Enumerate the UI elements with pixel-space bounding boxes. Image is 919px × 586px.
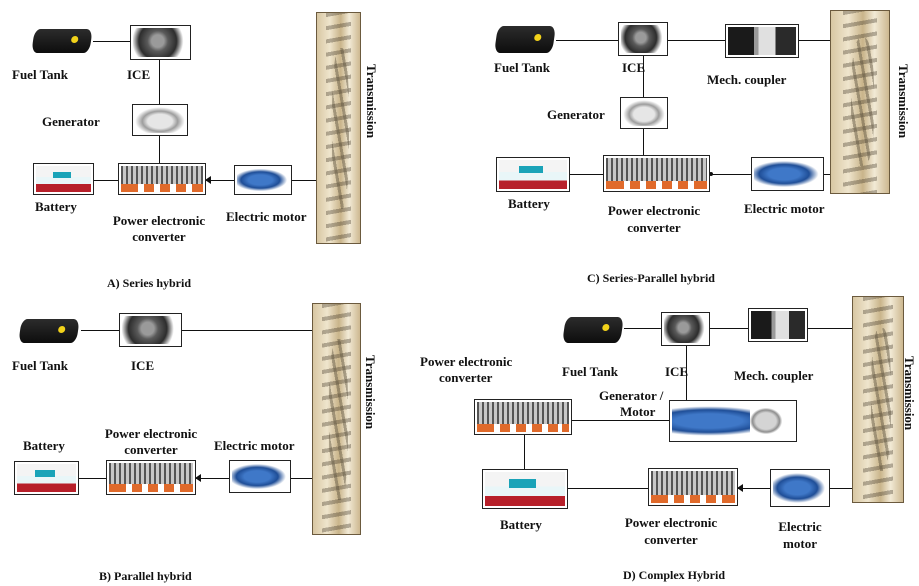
label-converter-line1: Power electronic bbox=[96, 426, 206, 441]
battery-image bbox=[33, 163, 94, 195]
fuel-tank-image bbox=[31, 27, 93, 55]
line-motor-transmission bbox=[830, 488, 852, 489]
line-ice-coupler bbox=[668, 40, 725, 41]
electric-motor-image bbox=[751, 157, 824, 191]
line-battery-converter bbox=[79, 478, 106, 479]
label-mech-coupler: Mech. coupler bbox=[707, 72, 786, 87]
engine-image bbox=[119, 313, 182, 347]
mech-coupler-image bbox=[748, 308, 808, 342]
label-electric-motor-line1: Electric bbox=[770, 519, 830, 534]
label-ice: ICE bbox=[622, 60, 645, 75]
converter-image bbox=[106, 460, 196, 495]
caption-series-parallel-hybrid: C) Series-Parallel hybrid bbox=[587, 271, 715, 286]
engine-image bbox=[661, 312, 710, 346]
generator-image bbox=[132, 104, 188, 136]
line-battery-converter bbox=[570, 174, 603, 175]
label-transmission: Transmission bbox=[362, 355, 378, 429]
electric-motor-image bbox=[770, 469, 830, 507]
label-generator: Generator bbox=[547, 107, 605, 122]
transmission-image bbox=[852, 296, 904, 503]
transmission-image bbox=[830, 10, 890, 194]
line-fueltank-ice bbox=[556, 40, 618, 41]
line-coupler-transmission bbox=[799, 40, 830, 41]
converter-image bbox=[648, 468, 738, 506]
label-transmission: Transmission bbox=[363, 64, 379, 138]
label-battery: Battery bbox=[23, 438, 65, 453]
line-converter-motor bbox=[710, 174, 751, 175]
line-generator-converter bbox=[643, 129, 644, 156]
label-converter-line2: converter bbox=[611, 532, 731, 547]
electric-motor-image bbox=[229, 460, 291, 493]
line-battery-converter bbox=[94, 180, 118, 181]
label-fuel-tank: Fuel Tank bbox=[12, 358, 68, 373]
label-transmission: Transmission bbox=[901, 356, 917, 430]
label-fuel-tank: Fuel Tank bbox=[494, 60, 550, 75]
line-generator-converter bbox=[159, 135, 160, 164]
generator-motor-image bbox=[669, 400, 797, 442]
line-battery-converter bbox=[568, 488, 648, 489]
transmission-image bbox=[316, 12, 361, 244]
label-converter-top-line1: Power electronic bbox=[420, 354, 512, 369]
battery-image bbox=[496, 157, 570, 192]
mech-coupler-image bbox=[725, 24, 799, 58]
line-motor-transmission bbox=[292, 180, 316, 181]
line-ice-generator bbox=[159, 59, 160, 104]
label-battery: Battery bbox=[35, 199, 77, 214]
label-electric-motor: Electric motor bbox=[226, 209, 306, 224]
label-battery: Battery bbox=[500, 517, 542, 532]
engine-image bbox=[130, 25, 191, 60]
transmission-image bbox=[312, 303, 361, 535]
converter-image bbox=[474, 399, 572, 435]
label-electric-motor: Electric motor bbox=[214, 438, 294, 453]
label-ice: ICE bbox=[665, 364, 688, 379]
line-motor-transmission bbox=[291, 478, 312, 479]
line-fueltank-ice bbox=[623, 328, 661, 329]
battery-image bbox=[482, 469, 568, 509]
caption-complex-hybrid: D) Complex Hybrid bbox=[623, 568, 725, 583]
label-converter-line2: converter bbox=[595, 220, 713, 235]
label-converter-line1: Power electronic bbox=[104, 213, 214, 228]
converter-image bbox=[603, 155, 710, 192]
label-electric-motor: Electric motor bbox=[744, 201, 824, 216]
label-transmission: Transmission bbox=[895, 64, 911, 138]
line-converter-genmotor bbox=[572, 420, 669, 421]
line-ice-transmission bbox=[182, 330, 312, 331]
fuel-tank-image bbox=[494, 24, 556, 55]
electric-motor-image bbox=[234, 165, 292, 195]
caption-series-hybrid: A) Series hybrid bbox=[107, 276, 191, 291]
fuel-tank-image bbox=[562, 315, 624, 345]
engine-image bbox=[618, 22, 668, 56]
label-genmotor-line2: Motor bbox=[620, 404, 655, 419]
label-ice: ICE bbox=[127, 67, 150, 82]
label-converter-line2: converter bbox=[104, 229, 214, 244]
label-electric-motor-line2: motor bbox=[770, 536, 830, 551]
label-genmotor-line1: Generator / bbox=[599, 388, 663, 403]
generator-image bbox=[620, 97, 668, 129]
label-mech-coupler: Mech. coupler bbox=[734, 368, 813, 383]
line-coupler-transmission bbox=[808, 328, 852, 329]
line-ice-coupler bbox=[710, 328, 748, 329]
label-converter-line2: converter bbox=[96, 442, 206, 457]
fuel-tank-image bbox=[18, 317, 80, 345]
label-converter-top-line2: converter bbox=[439, 370, 492, 385]
label-ice: ICE bbox=[131, 358, 154, 373]
caption-parallel-hybrid: B) Parallel hybrid bbox=[99, 569, 192, 584]
battery-image bbox=[14, 461, 79, 495]
label-generator: Generator bbox=[42, 114, 100, 129]
label-fuel-tank: Fuel Tank bbox=[12, 67, 68, 82]
label-fuel-tank: Fuel Tank bbox=[562, 364, 618, 379]
line-fueltank-ice bbox=[92, 41, 130, 42]
label-converter-line1: Power electronic bbox=[595, 203, 713, 218]
converter-image bbox=[118, 163, 206, 195]
line-converter-battery bbox=[524, 433, 525, 469]
label-battery: Battery bbox=[508, 196, 550, 211]
label-converter-line1: Power electronic bbox=[611, 515, 731, 530]
line-fueltank-ice bbox=[81, 330, 119, 331]
